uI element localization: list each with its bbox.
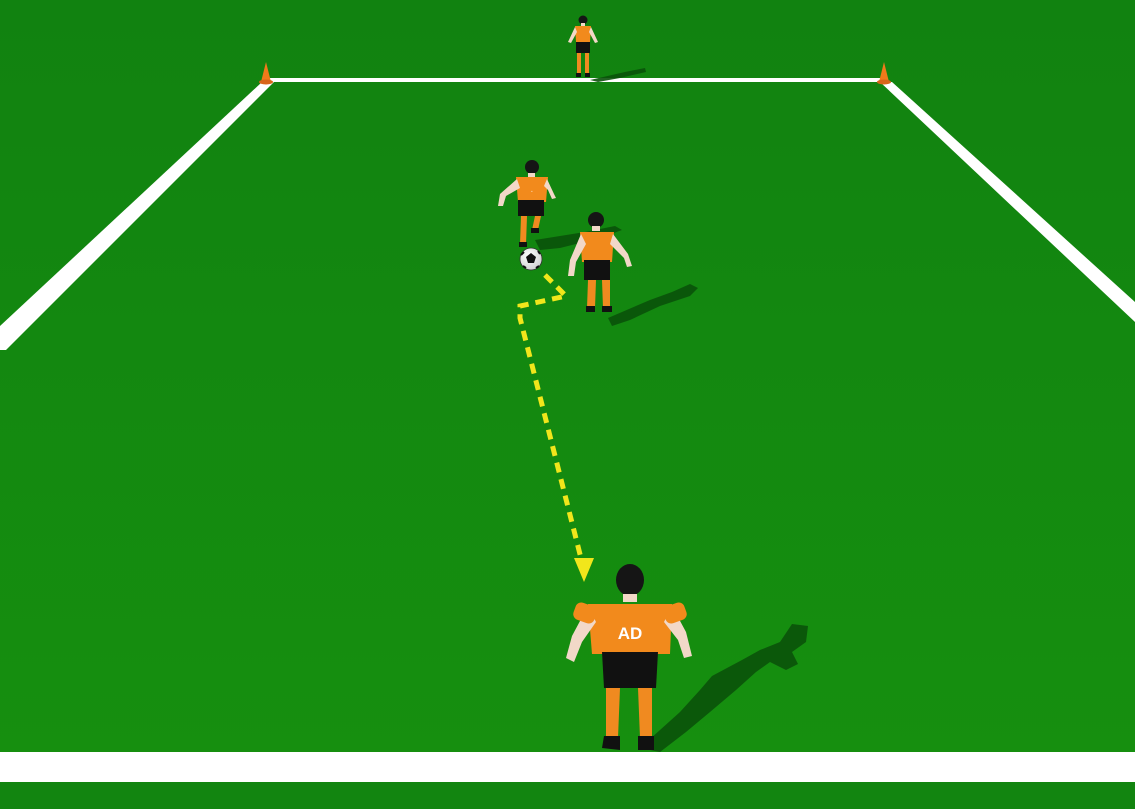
- receiver-jersey-number: AD: [618, 624, 643, 643]
- near-touchline-shadow: [0, 782, 1135, 809]
- soccer-ball: [520, 248, 542, 270]
- svg-text:·: ·: [531, 189, 533, 196]
- near-touchline: [0, 752, 1135, 782]
